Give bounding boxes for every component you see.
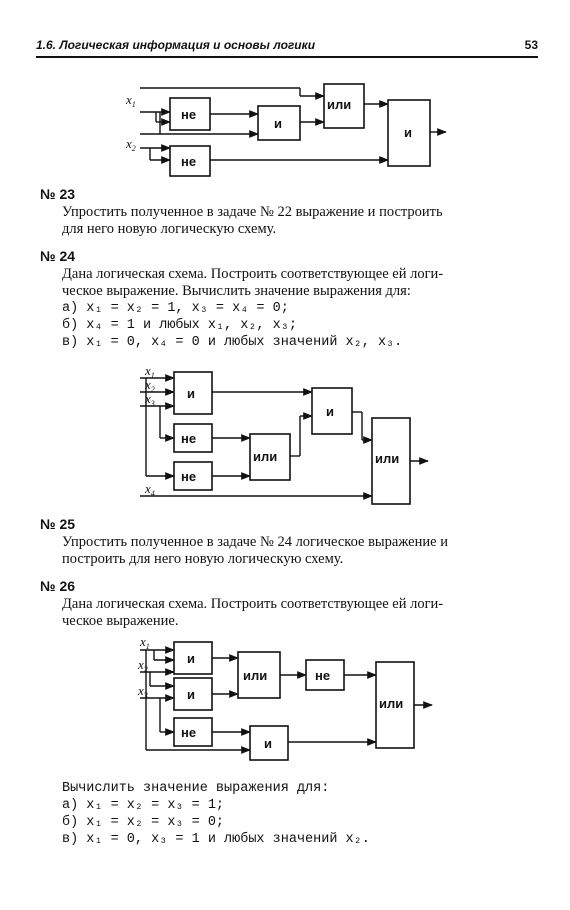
problem-25-number: № 25 [40,516,76,532]
var-x3-d3: x3 [137,683,148,700]
problem-23-line: Упростить полученное в задаче № 22 выраж… [62,204,443,220]
gate-not-3-label: не [181,431,196,446]
var-x2-d1: x2 [125,136,136,153]
problem-24-case: а) x₁ = x₂ = 1, x₃ = x₄ = 0; [62,301,289,316]
gate-or-2-label: или [253,449,277,464]
gate-not-5 [173,717,213,747]
var-x1-d1: x1 [125,92,136,109]
page-number: 53 [524,38,538,52]
problem-26-after: Вычислить значение выражения для: [62,781,330,796]
problem-24-line: Дана логическая схема. Построить соответ… [62,266,444,282]
gate-and-2 [387,99,431,167]
gate-not-4 [173,461,213,491]
gate-not-3 [173,423,213,453]
gate-not-2 [169,145,211,177]
problem-26-number: № 26 [40,578,76,594]
problem-26-text: Дана логическая схема. Построить соответ… [62,596,542,630]
gate-and-2-label: и [404,125,412,140]
problem-24-case: б) x₄ = 1 и любых x₁, x₂, x₃; [62,318,297,333]
problem-23-line: для него новую логическую схему. [62,221,277,237]
gate-and-3 [173,371,213,415]
problem-25-line: Упростить полученное в задаче № 24 логич… [62,534,448,550]
gate-and-5 [173,641,213,675]
problem-26-line: ческое выражение. [62,613,179,629]
var-x2-d2: x2 [144,377,155,394]
gate-and-4-label: и [326,404,334,419]
header-rule [36,56,538,58]
gate-and-6-label: и [187,687,195,702]
gate-not-1-label: не [181,107,196,122]
problem-24-number: № 24 [40,248,76,264]
running-header: 1.6. Логическая информация и основы логи… [36,38,538,56]
gate-and-4 [311,387,353,435]
var-x1-d2: x1 [144,363,155,380]
diagram-2: и не не или и или x1 x2 x3 x4 [140,363,429,505]
gate-or-1 [323,83,365,129]
var-x2-d3: x2 [137,657,148,674]
gate-not-4-label: не [181,469,196,484]
gate-not-5-label: не [181,725,196,740]
problem-26-case: а) x₁ = x₂ = x₃ = 1; [62,798,225,813]
gate-and-7 [249,725,289,761]
problem-25-line: построить для него новую логическую схем… [62,551,344,567]
problem-23-text: Упростить полученное в задаче № 22 выраж… [62,204,542,238]
gate-and-1 [257,105,301,141]
problem-26-case: б) x₁ = x₂ = x₃ = 0; [62,815,225,830]
diagram-3: и и не или не и или x1 x2 x3 [137,634,433,761]
var-x4-d2: x4 [144,481,155,498]
gate-not-2-label: не [181,154,196,169]
gate-and-7-label: и [264,736,272,751]
gate-or-2 [249,433,291,481]
problem-26-line: Дана логическая схема. Построить соответ… [62,596,444,612]
gate-or-1-label: или [327,97,351,112]
problem-24-case: в) x₁ = 0, x₄ = 0 и любых значений x₂, x… [62,335,403,350]
problem-26-case: в) x₁ = 0, x₃ = 1 и любых значений x₂. [62,832,370,847]
gate-or-4-label: или [243,668,267,683]
problem-24-line: ческое выражение. Вычислить значение выр… [62,283,411,299]
gate-or-5-label: или [379,696,403,711]
gate-or-4 [237,651,281,699]
diagram-1: не не и или и x1 x2 [125,83,447,177]
var-x3-d2: x3 [144,391,155,408]
section-title: 1.6. Логическая информация и основы логи… [36,38,316,52]
gate-and-1-label: и [274,116,282,131]
var-x1-d3: x1 [139,634,150,651]
gate-or-3-label: или [375,451,399,466]
problem-23-number: № 23 [40,186,76,202]
problem-24-text: Дана логическая схема. Построить соответ… [62,266,542,351]
gate-and-3-label: и [187,386,195,401]
problem-26-questions: Вычислить значение выражения для: а) x₁ … [62,780,542,848]
gate-and-5-label: и [187,651,195,666]
gate-not-6-label: не [315,668,330,683]
problem-25-text: Упростить полученное в задаче № 24 логич… [62,534,542,568]
gate-not-1 [169,97,211,131]
